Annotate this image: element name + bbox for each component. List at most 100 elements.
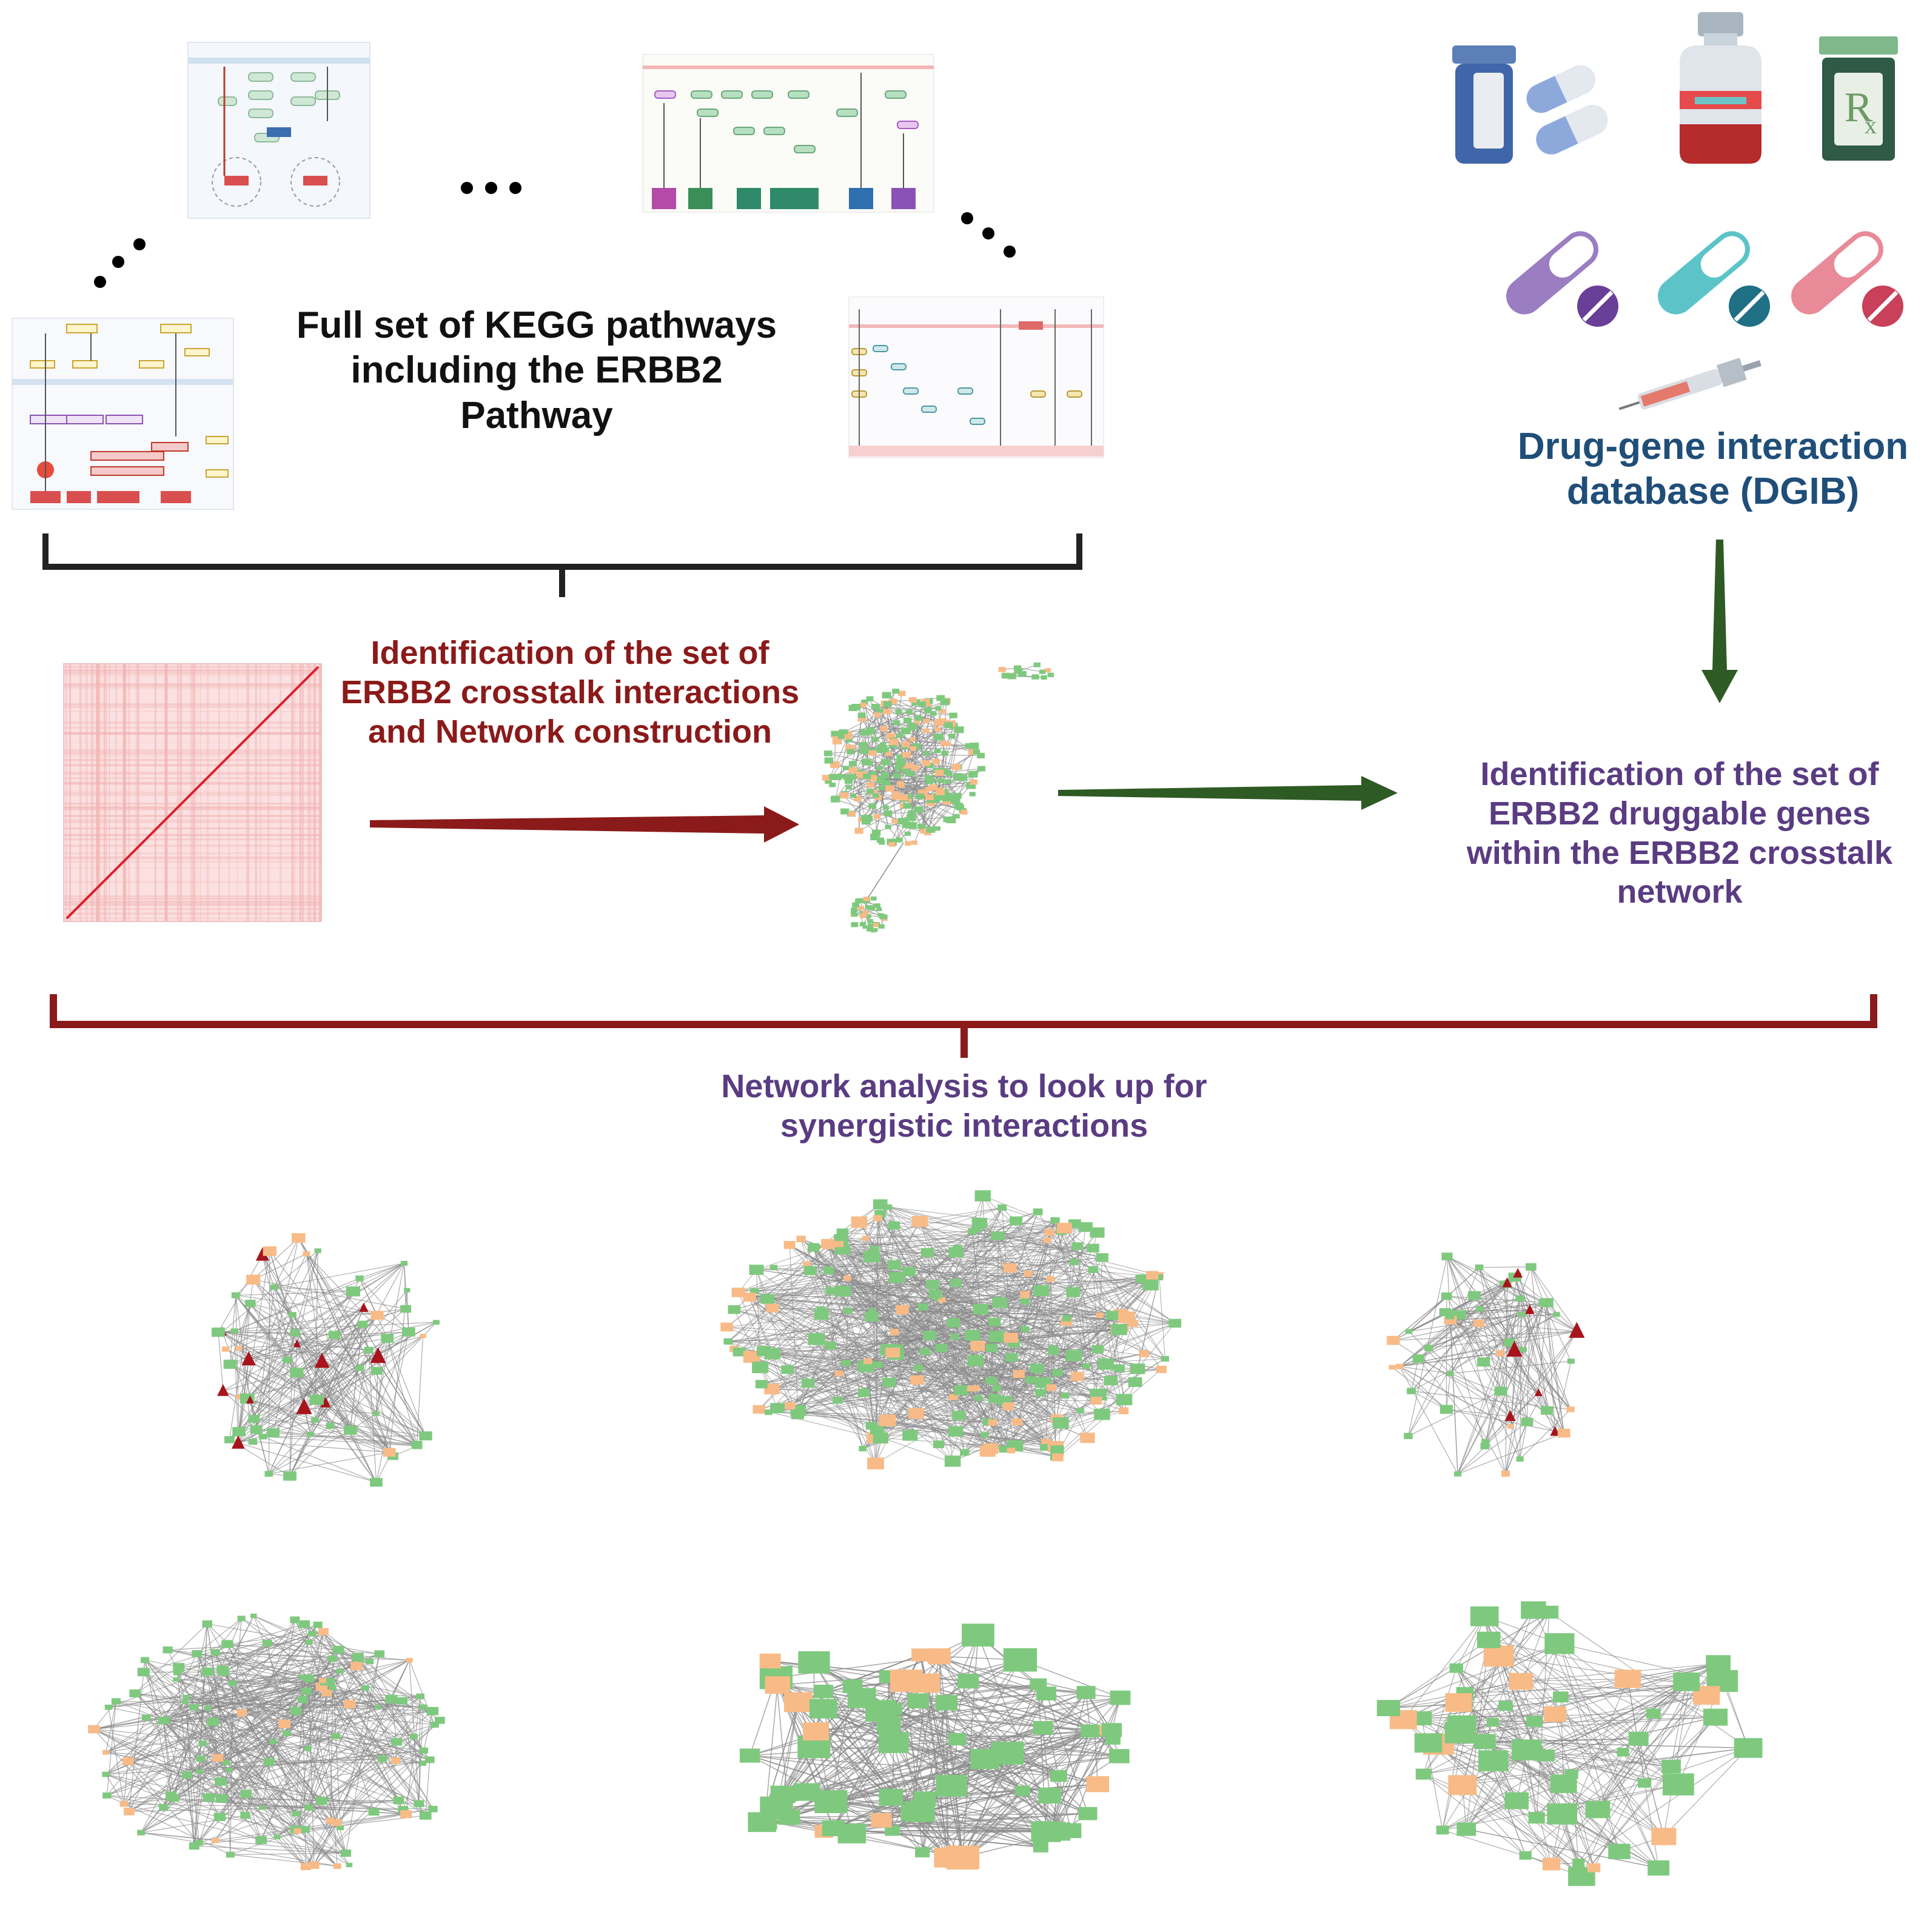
- network-node: [944, 722, 953, 728]
- network-node: [274, 1834, 281, 1839]
- network-node: [867, 782, 875, 787]
- network-node: [1447, 1371, 1454, 1376]
- network-node: [269, 1739, 277, 1745]
- network-node: [378, 1756, 387, 1762]
- network-node: [173, 1677, 179, 1682]
- network-node: [873, 1215, 882, 1221]
- network-node: [855, 828, 863, 834]
- network-node: [1484, 1646, 1514, 1667]
- network-node: [1553, 1691, 1569, 1702]
- network-node: [1013, 1370, 1025, 1378]
- network-node: [883, 811, 892, 817]
- network-node: [1509, 1673, 1534, 1690]
- network-node: [902, 741, 910, 747]
- network-node: [1615, 1670, 1641, 1688]
- network-node: [391, 1757, 400, 1764]
- network-node: [986, 1344, 997, 1352]
- subnetwork-4: [88, 1614, 445, 1870]
- network-node: [1102, 1723, 1122, 1737]
- network-node: [835, 1371, 843, 1377]
- network-node: [385, 1695, 397, 1703]
- network-node: [419, 1431, 432, 1440]
- network-node: [238, 1616, 246, 1621]
- network-node: [831, 796, 840, 802]
- network-node: [922, 760, 930, 766]
- subnetwork-2: [720, 1190, 1181, 1469]
- network-node: [1024, 1271, 1032, 1277]
- network-node: [965, 1330, 980, 1341]
- network-node: [923, 751, 930, 756]
- network-node: [105, 1705, 112, 1710]
- network-node: [985, 1377, 996, 1385]
- network-node: [183, 1695, 190, 1700]
- network-node: [1663, 1773, 1694, 1795]
- network-node: [329, 1331, 340, 1339]
- network-node: [869, 750, 877, 756]
- network-node: [879, 744, 885, 749]
- network-node: [224, 1360, 237, 1369]
- network-node: [1025, 1376, 1036, 1383]
- network-node: [1498, 1701, 1513, 1711]
- network-node: [893, 720, 900, 725]
- network-node: [1441, 1292, 1452, 1300]
- network-node: [402, 1328, 415, 1337]
- network-node: [871, 897, 877, 901]
- network-node: [960, 775, 967, 780]
- network-node: [1547, 1803, 1577, 1825]
- network-node: [182, 1771, 192, 1779]
- network-node: [410, 1734, 418, 1739]
- network-node: [1080, 1432, 1094, 1443]
- network-node: [1526, 1263, 1537, 1271]
- network-node: [435, 1717, 445, 1724]
- network-node: [102, 1750, 109, 1755]
- network-node: [366, 1659, 374, 1664]
- network-node: [1608, 1843, 1631, 1859]
- network-node: [319, 1678, 326, 1683]
- network-node: [1501, 1471, 1510, 1477]
- network-node: [1128, 1377, 1142, 1387]
- network-node: [1091, 1397, 1102, 1405]
- network-node: [250, 1425, 263, 1434]
- network-node: [1021, 1299, 1030, 1305]
- network-node: [941, 750, 948, 755]
- network-node: [1048, 1345, 1057, 1351]
- network-node: [397, 1697, 407, 1705]
- network-node: [923, 729, 930, 734]
- network-node: [912, 1216, 928, 1227]
- network-node: [1010, 1217, 1022, 1226]
- network-node: [190, 1704, 199, 1711]
- network-node: [905, 1801, 935, 1822]
- network-node: [263, 1640, 272, 1646]
- network-node: [1034, 663, 1041, 667]
- network-node: [907, 763, 914, 768]
- network-node: [760, 1797, 793, 1820]
- network-node: [905, 841, 911, 846]
- network-node: [1487, 1718, 1500, 1726]
- network-node: [289, 1312, 297, 1317]
- network-node: [1003, 1403, 1014, 1411]
- network-node: [332, 1733, 340, 1739]
- network-node: [88, 1725, 100, 1734]
- network-node: [926, 1280, 939, 1289]
- network-node: [823, 1267, 834, 1274]
- network-node: [928, 1648, 951, 1664]
- network-node: [1673, 1673, 1700, 1691]
- network-node: [298, 1696, 308, 1703]
- network-node: [1096, 1312, 1104, 1318]
- network-node: [102, 1772, 109, 1777]
- network-node: [909, 697, 917, 703]
- network-node: [212, 1838, 219, 1843]
- network-node: [808, 1333, 825, 1345]
- network-node: [427, 1707, 439, 1716]
- network-node: [420, 1705, 427, 1710]
- network-node: [885, 785, 894, 791]
- network-node: [1156, 1366, 1167, 1373]
- network-node: [1468, 1291, 1481, 1300]
- network-node: [882, 759, 891, 765]
- network-node: [723, 1339, 732, 1345]
- network-node: [1446, 1693, 1472, 1712]
- network-node: [803, 1262, 810, 1267]
- network-node: [915, 1847, 930, 1857]
- network-node: [1706, 1655, 1731, 1673]
- network-node: [1512, 1739, 1541, 1760]
